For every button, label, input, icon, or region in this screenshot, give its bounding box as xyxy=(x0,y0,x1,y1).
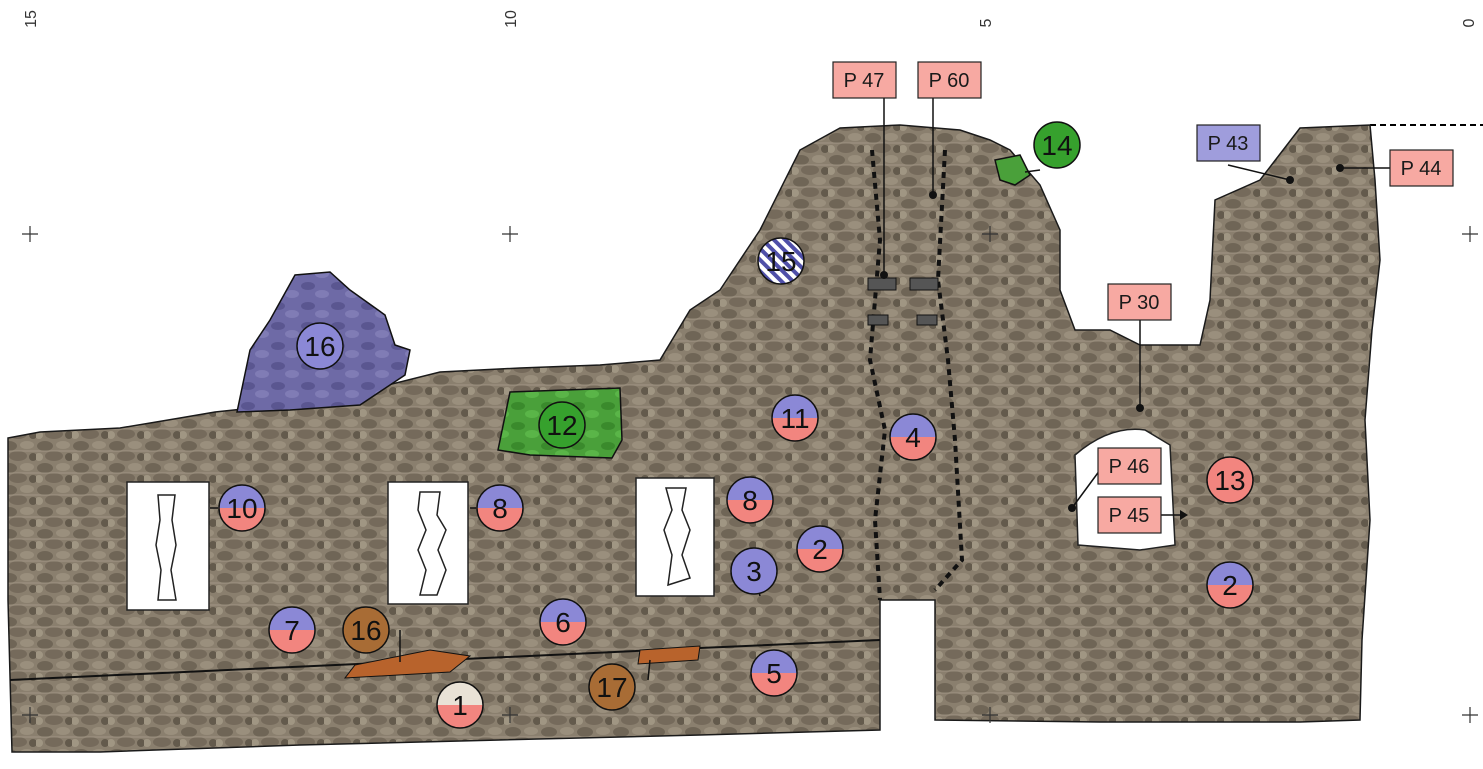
marker-3: 3 xyxy=(730,547,778,595)
marker-16a: 16 xyxy=(296,322,344,370)
dashed-band xyxy=(867,149,965,601)
beam-hole xyxy=(867,314,889,326)
marker-17: 17 xyxy=(588,663,636,711)
marker-2b: 2 xyxy=(1206,561,1254,609)
svg-text:P 60: P 60 xyxy=(929,70,970,92)
marker-11: 11 xyxy=(771,394,819,442)
svg-text:P 43: P 43 xyxy=(1208,133,1249,155)
svg-text:4: 4 xyxy=(905,422,921,453)
svg-text:5: 5 xyxy=(766,658,782,689)
marker-4: 4 xyxy=(889,413,937,461)
marker-8a: 8 xyxy=(476,484,524,532)
overlay-16-brown xyxy=(343,649,472,679)
grid-crosshairs xyxy=(22,226,1478,723)
svg-text:P 44: P 44 xyxy=(1401,158,1442,180)
svg-text:11: 11 xyxy=(780,403,809,434)
beam-hole xyxy=(867,277,897,291)
label-p43: P 43 xyxy=(1196,124,1261,162)
svg-text:10: 10 xyxy=(226,493,257,524)
svg-text:14: 14 xyxy=(1041,130,1072,161)
marker-7: 7 xyxy=(268,606,316,654)
overlay-17-brown xyxy=(637,645,701,665)
svg-text:1: 1 xyxy=(452,690,468,721)
svg-text:6: 6 xyxy=(555,607,571,638)
beam-hole xyxy=(916,314,938,326)
marker-14: 14 xyxy=(1033,121,1081,169)
svg-text:13: 13 xyxy=(1214,465,1245,496)
overlay-14-green xyxy=(994,154,1031,186)
svg-text:2: 2 xyxy=(1222,570,1238,601)
beam-hole xyxy=(909,277,939,291)
svg-text:8: 8 xyxy=(492,493,508,524)
svg-text:8: 8 xyxy=(742,485,758,516)
svg-text:P 46: P 46 xyxy=(1109,456,1150,478)
svg-text:P 45: P 45 xyxy=(1109,505,1150,527)
ground-line xyxy=(9,639,881,681)
label-p60: P 60 xyxy=(917,61,982,99)
wall-masonry xyxy=(7,124,1381,753)
svg-text:17: 17 xyxy=(596,672,627,703)
svg-text:15: 15 xyxy=(765,246,796,277)
leader-dots xyxy=(880,164,1344,512)
marker-15: 15 xyxy=(757,237,805,285)
label-p30: P 30 xyxy=(1107,283,1172,321)
svg-text:3: 3 xyxy=(746,556,762,587)
svg-text:P 30: P 30 xyxy=(1119,292,1160,314)
marker-6: 6 xyxy=(539,598,587,646)
marker-5: 5 xyxy=(750,649,798,697)
svg-text:16: 16 xyxy=(304,331,335,362)
svg-text:P 47: P 47 xyxy=(844,70,885,92)
marker-8b: 8 xyxy=(726,476,774,524)
marker-12: 12 xyxy=(538,401,586,449)
label-p45: P 45 xyxy=(1097,496,1162,534)
svg-text:7: 7 xyxy=(284,615,300,646)
label-p47: P 47 xyxy=(832,61,897,99)
marker-10: 10 xyxy=(218,484,266,532)
marker-1: 1 xyxy=(436,681,484,729)
marker-13: 13 xyxy=(1206,456,1254,504)
svg-text:12: 12 xyxy=(546,410,577,441)
marker-16b: 16 xyxy=(342,606,390,654)
marker-2a: 2 xyxy=(796,525,844,573)
label-p44: P 44 xyxy=(1389,149,1454,187)
leader-lines xyxy=(210,98,1390,681)
svg-text:2: 2 xyxy=(812,534,828,565)
label-p46: P 46 xyxy=(1097,447,1162,485)
svg-text:16: 16 xyxy=(350,615,381,646)
